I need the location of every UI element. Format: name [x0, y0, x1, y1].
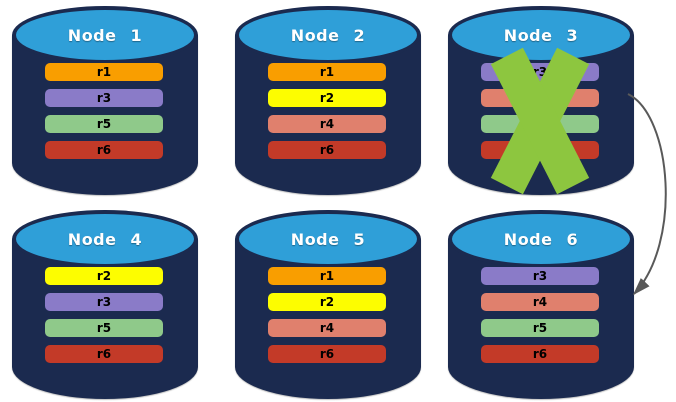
replica-bar: r5 [45, 115, 163, 133]
replica-bar: r1 [268, 267, 386, 285]
replica-bar: r3 [45, 89, 163, 107]
replica-bar: r6 [481, 345, 599, 363]
replica-bar: r2 [268, 89, 386, 107]
replica-bar: r4 [268, 319, 386, 337]
node-title: Node 2 [290, 25, 366, 45]
replica-bar: r1 [268, 63, 386, 81]
replica-bar: r2 [268, 293, 386, 311]
node-title: Node 6 [503, 229, 579, 249]
db-node: Node 2 r1 r2 r4 r6 [235, 6, 421, 196]
replica-label: r4 [319, 321, 335, 335]
replica-bar: r4 [481, 293, 599, 311]
replica-label: r1 [96, 65, 112, 79]
replica-bar: r3 [481, 267, 599, 285]
replica-label: r1 [319, 65, 335, 79]
replica-bars: r3 r4 r5 r6 [448, 210, 634, 400]
replica-bar: r3 [45, 293, 163, 311]
db-node: Node 1 r1 r3 r5 r6 [12, 6, 198, 196]
replica-label: r5 [96, 321, 112, 335]
replica-label: r5 [96, 117, 112, 131]
cylinder-top: Node 2 [235, 6, 421, 64]
cylinder-top: Node 4 [12, 210, 198, 268]
replica-bars: r1 r2 r4 r6 [235, 210, 421, 400]
cylinder-top: Node 5 [235, 210, 421, 268]
replica-bar: r6 [268, 141, 386, 159]
db-node: Node 6 r3 r4 r5 r6 [448, 210, 634, 400]
replica-label: r2 [319, 91, 335, 105]
node-title: Node 5 [290, 229, 366, 249]
replica-label: r2 [319, 295, 335, 309]
replica-bars: r1 r3 r5 r6 [12, 6, 198, 196]
replica-bar: r5 [45, 319, 163, 337]
failure-x-icon [490, 47, 590, 195]
replica-bars: r2 r3 r5 r6 [12, 210, 198, 400]
replica-bar: r5 [481, 319, 599, 337]
db-node: Node 3r3r4r5r6 [448, 6, 634, 196]
replica-label: r1 [319, 269, 335, 283]
replica-label: r4 [319, 117, 335, 131]
cylinder-top: Node 1 [12, 6, 198, 64]
replica-label: r6 [319, 347, 335, 361]
replica-bar: r6 [45, 141, 163, 159]
replica-label: r2 [96, 269, 112, 283]
node-title: Node 1 [67, 25, 143, 45]
replica-label: r3 [96, 295, 112, 309]
node-title: Node 3 [503, 25, 579, 45]
replica-label: r6 [96, 143, 112, 157]
replica-label: r3 [96, 91, 112, 105]
db-node: Node 5 r1 r2 r4 r6 [235, 210, 421, 400]
replica-label: r6 [532, 347, 548, 361]
replica-label: r5 [532, 321, 548, 335]
replica-bar: r6 [268, 345, 386, 363]
replica-bar: r2 [45, 267, 163, 285]
cylinder-top: Node 3 [448, 6, 634, 64]
replica-bar: r6 [45, 345, 163, 363]
replica-bars: r1 r2 r4 r6 [235, 6, 421, 196]
node-title: Node 4 [67, 229, 143, 249]
replica-bar: r1 [45, 63, 163, 81]
replica-label: r3 [532, 269, 548, 283]
replica-label: r6 [96, 347, 112, 361]
db-node: Node 4 r2 r3 r5 r6 [12, 210, 198, 400]
replica-label: r4 [532, 295, 548, 309]
cylinder-top: Node 6 [448, 210, 634, 268]
replica-label: r6 [319, 143, 335, 157]
replica-bar: r4 [268, 115, 386, 133]
